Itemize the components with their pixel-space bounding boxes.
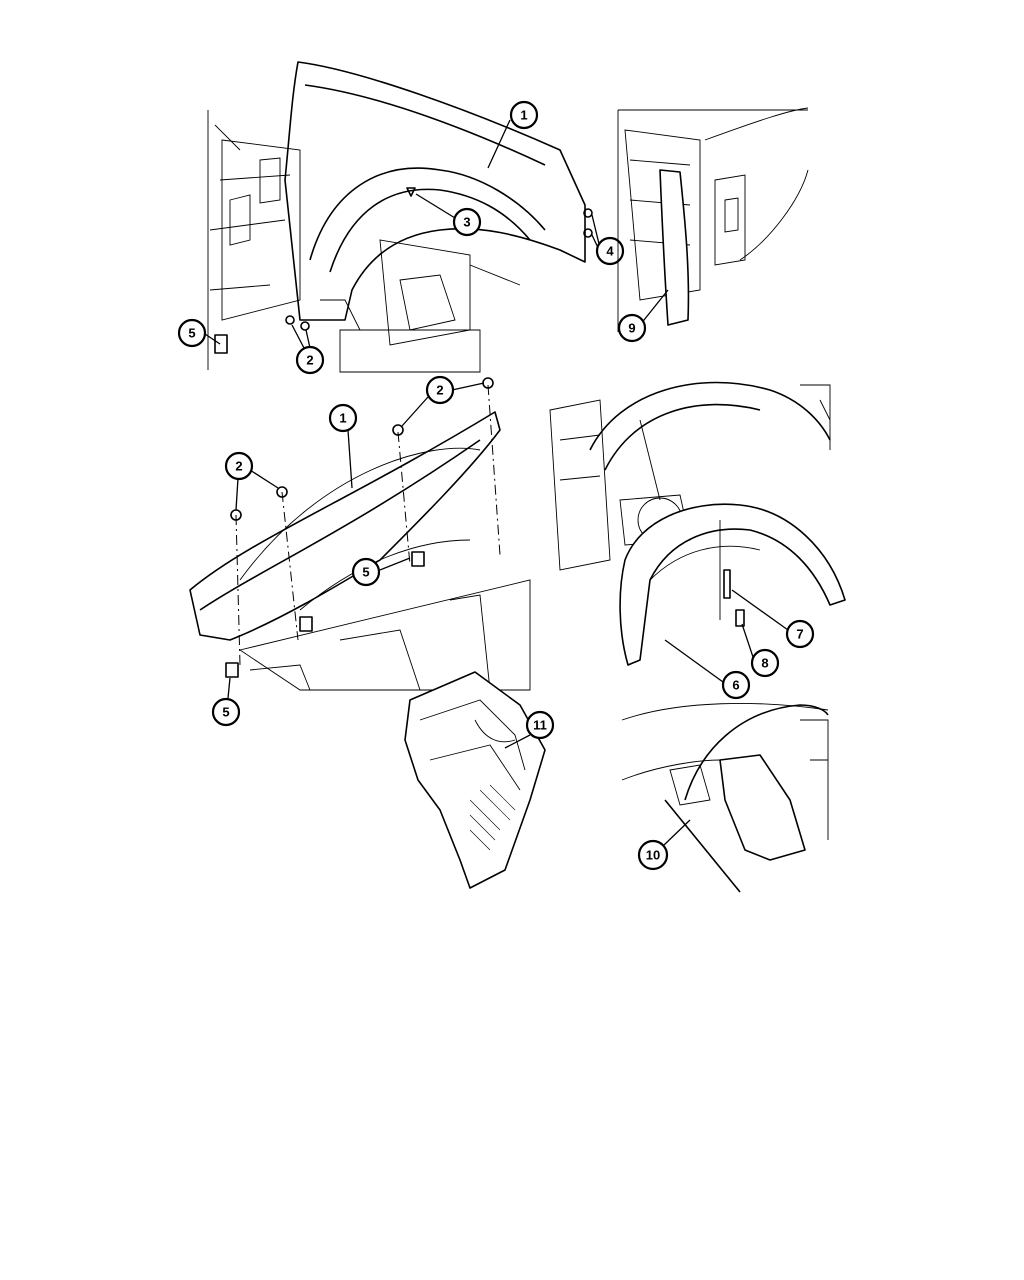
svg-text:7: 7 — [796, 627, 803, 642]
callout-4: 4 — [595, 236, 625, 266]
svg-text:3: 3 — [463, 215, 470, 230]
fender-front-view: 1 3 4 5 2 — [177, 61, 625, 375]
callout-8: 8 — [750, 648, 780, 678]
svg-text:1: 1 — [520, 108, 527, 123]
shield-detail-view: 11 — [404, 671, 555, 889]
flare-detail-view: 10 — [621, 702, 829, 893]
callout-11: 11 — [525, 710, 555, 740]
svg-text:10: 10 — [646, 848, 660, 863]
svg-text:6: 6 — [732, 678, 739, 693]
callout-5-top: 5 — [177, 318, 207, 348]
callout-5-bottom: 5 — [211, 697, 241, 727]
callout-2-top: 2 — [295, 345, 325, 375]
wheelhouse-liner-view: 7 8 6 — [549, 381, 846, 700]
callout-3: 3 — [452, 207, 482, 237]
svg-text:5: 5 — [362, 565, 369, 580]
callout-1-top: 1 — [509, 100, 539, 130]
svg-text:5: 5 — [222, 705, 229, 720]
side-view-detail: 9 — [617, 107, 809, 343]
callout-9: 9 — [617, 313, 647, 343]
fender-mounting-view: 2 1 2 5 5 — [189, 375, 531, 727]
svg-text:8: 8 — [761, 656, 768, 671]
svg-text:1: 1 — [339, 411, 346, 426]
svg-text:2: 2 — [306, 353, 313, 368]
svg-text:9: 9 — [628, 321, 635, 336]
svg-text:2: 2 — [436, 383, 443, 398]
callout-7: 7 — [785, 619, 815, 649]
svg-text:4: 4 — [606, 244, 614, 259]
callout-2-left: 2 — [224, 451, 254, 481]
svg-text:2: 2 — [235, 459, 242, 474]
callout-5-mid: 5 — [351, 557, 381, 587]
callout-10: 10 — [637, 839, 669, 871]
callout-1-mid: 1 — [328, 403, 358, 433]
svg-text:11: 11 — [533, 718, 547, 733]
callout-2-right: 2 — [425, 375, 455, 405]
svg-text:5: 5 — [188, 326, 195, 341]
callout-6: 6 — [721, 670, 751, 700]
